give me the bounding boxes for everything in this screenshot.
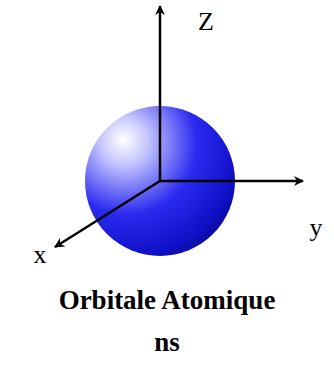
axis-label: Z xyxy=(198,7,214,37)
y-axis xyxy=(160,180,303,183)
z-axis xyxy=(159,6,162,181)
figure-caption: Orbitale Atomique ns xyxy=(47,279,287,363)
x-axis xyxy=(55,181,160,247)
axis-label: y xyxy=(310,213,323,243)
axis-label: x xyxy=(34,240,47,270)
